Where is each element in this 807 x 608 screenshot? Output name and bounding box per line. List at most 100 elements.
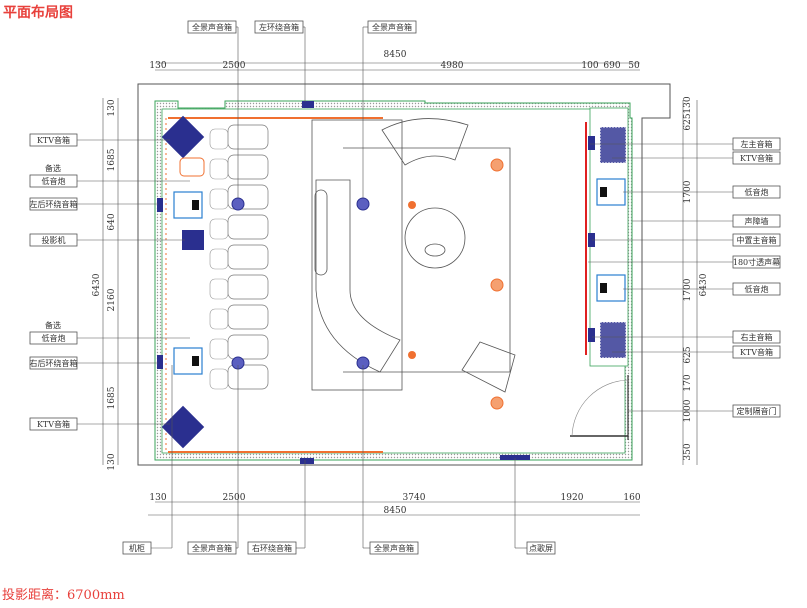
label-text: KTV音箱 [37,135,70,145]
dimension-text: 2500 [223,61,246,71]
dimension-text: 130 [683,96,693,113]
dimension-text: 50 [628,61,640,71]
label-text: 投影机 [42,235,66,245]
front-seat [209,188,229,210]
dimension-text: 170 [683,374,693,391]
label-text: 中置主音箱 [737,235,777,245]
label-left: 低音炮 [29,174,78,188]
label-text: 右环绕音箱 [252,543,292,553]
label-text: 定制隔音门 [737,406,777,416]
label-top: 左环绕音箱 [254,20,304,34]
lamp-icon [490,158,504,172]
label-box-frame [732,282,781,296]
label-box-frame [247,541,297,555]
lamp-icon [490,278,504,292]
label-box-frame [254,20,304,34]
label-right: 声障墙 [732,214,781,228]
label-text: 声障墙 [745,216,769,226]
label-box-frame [29,356,78,370]
label-box-frame [732,255,781,269]
ktv-speaker-icon [599,321,627,359]
speaker-icon [157,355,163,369]
ktv-speaker-icon [599,126,627,164]
subwoofer-cone-icon [192,200,199,210]
subwoofer-cone-icon [600,187,607,197]
dimension-text: 2160 [107,288,117,311]
label-bottom: 全景声音箱 [187,541,237,555]
speaker-icon [588,328,595,342]
furniture [311,118,516,393]
label-box-frame [732,330,781,344]
dimension-text: 6430 [699,273,709,296]
projector-icon [182,230,204,250]
speaker-icon [500,455,530,460]
label-box-frame [122,541,152,555]
speaker-icon [588,233,595,247]
label-text: 低音炮 [745,187,769,197]
label-box-frame [732,151,781,165]
ktv-speaker-icon [161,115,205,159]
dimension-text: 690 [603,61,620,71]
front-seat [209,308,229,330]
label-left: 低音炮 [29,331,78,345]
label-box-frame [367,20,417,34]
front-seat [209,368,229,390]
label-text: KTV音箱 [740,153,773,163]
leader-lines [77,26,733,549]
dimension-text: 3740 [403,493,426,503]
front-seat [209,128,229,150]
label-bottom: 全景声音箱 [369,541,419,555]
label-text: KTV音箱 [740,347,773,357]
dimension-text: 6430 [92,273,102,296]
label-text: 左后环绕音箱 [30,199,78,209]
label-right: KTV音箱 [732,345,781,359]
label-box-frame [732,404,781,418]
dimension-text: 1920 [561,493,584,503]
front-seat [209,278,229,300]
label-right: KTV音箱 [732,151,781,165]
label-right: 左主音箱 [732,137,781,151]
label-right: 中置主音箱 [732,233,781,247]
lamp-icon [408,351,416,359]
dimension-text: 4980 [441,61,464,71]
front-seat [209,218,229,240]
label-right: 右主音箱 [732,330,781,344]
dimension-text: 130 [107,99,117,116]
label-box-frame [732,137,781,151]
label-box-frame [29,197,78,211]
label-box-frame [732,233,781,247]
label-top: 全景声音箱 [187,20,237,34]
label-text: 全景声音箱 [192,543,232,553]
label-box-frame [732,214,781,228]
speaker-icon [300,458,314,464]
seating-rows [209,124,269,390]
lamp-icon [490,396,504,410]
label-text: 点歌屏 [529,543,553,553]
label-box-frame [29,331,78,345]
label-note: 备选 [45,163,61,173]
dimension-text: 625 [683,113,693,130]
label-box-frame [187,541,237,555]
dimension-text: 2500 [223,493,246,503]
label-text: KTV音箱 [37,419,70,429]
atmos-speaker-icon [356,197,370,211]
label-boxes: 全景声音箱左环绕音箱全景声音箱KTV音箱低音炮备选左后环绕音箱投影机低音炮备选右… [29,20,781,555]
dimension-text: 640 [107,213,117,230]
projection-distance: 投影距离：6700mm [2,588,125,603]
label-right: 180寸透声幕 [732,255,781,269]
label-left: 右后环绕音箱 [29,356,78,370]
optional-subwoofer-icon [179,157,205,177]
label-text: 右主音箱 [741,332,773,342]
label-text: 左主音箱 [741,139,773,149]
label-right: 低音炮 [732,282,781,296]
dimension-text: 130 [149,61,166,71]
drawing-title: 平面布局图 [3,5,73,21]
dimension-text: 8450 [384,506,407,516]
speaker-icon [157,198,163,212]
label-text: 180寸透声幕 [733,257,780,267]
label-bottom: 点歌屏 [526,541,556,555]
label-box-frame [732,345,781,359]
front-seat [209,248,229,270]
